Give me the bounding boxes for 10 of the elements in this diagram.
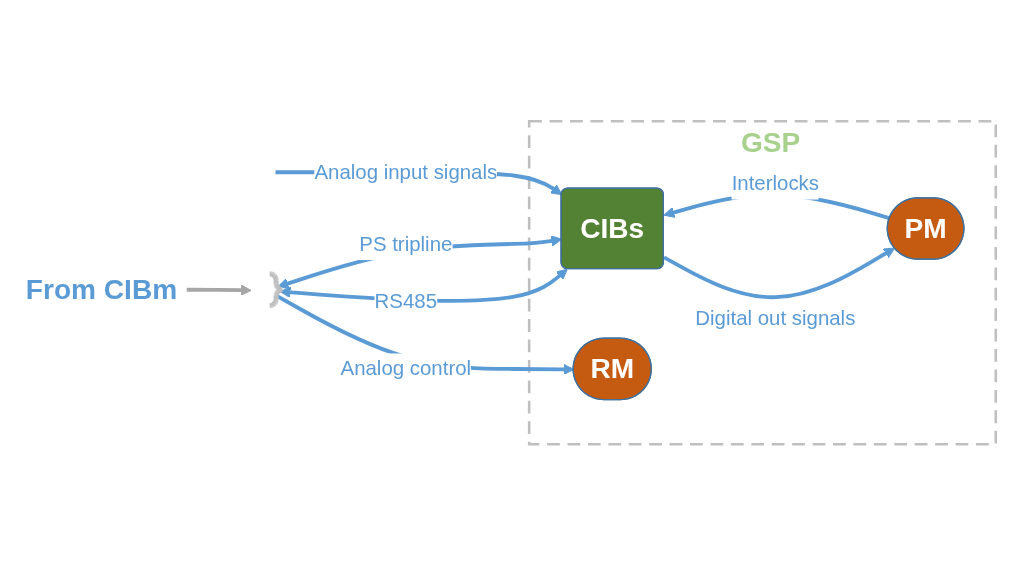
edge-label: Digital out signals [695,307,856,330]
edge-label: Interlocks [731,172,820,195]
arrow [663,247,896,300]
node-text: From CIBm [25,274,178,306]
node-bracket [267,271,286,309]
edge-label: Analog control [340,357,472,380]
edge-label: PS tripline [359,233,453,256]
arrow [186,284,252,297]
edge-label: RS485 [374,290,438,313]
edge-label: Analog input signals [314,161,498,183]
